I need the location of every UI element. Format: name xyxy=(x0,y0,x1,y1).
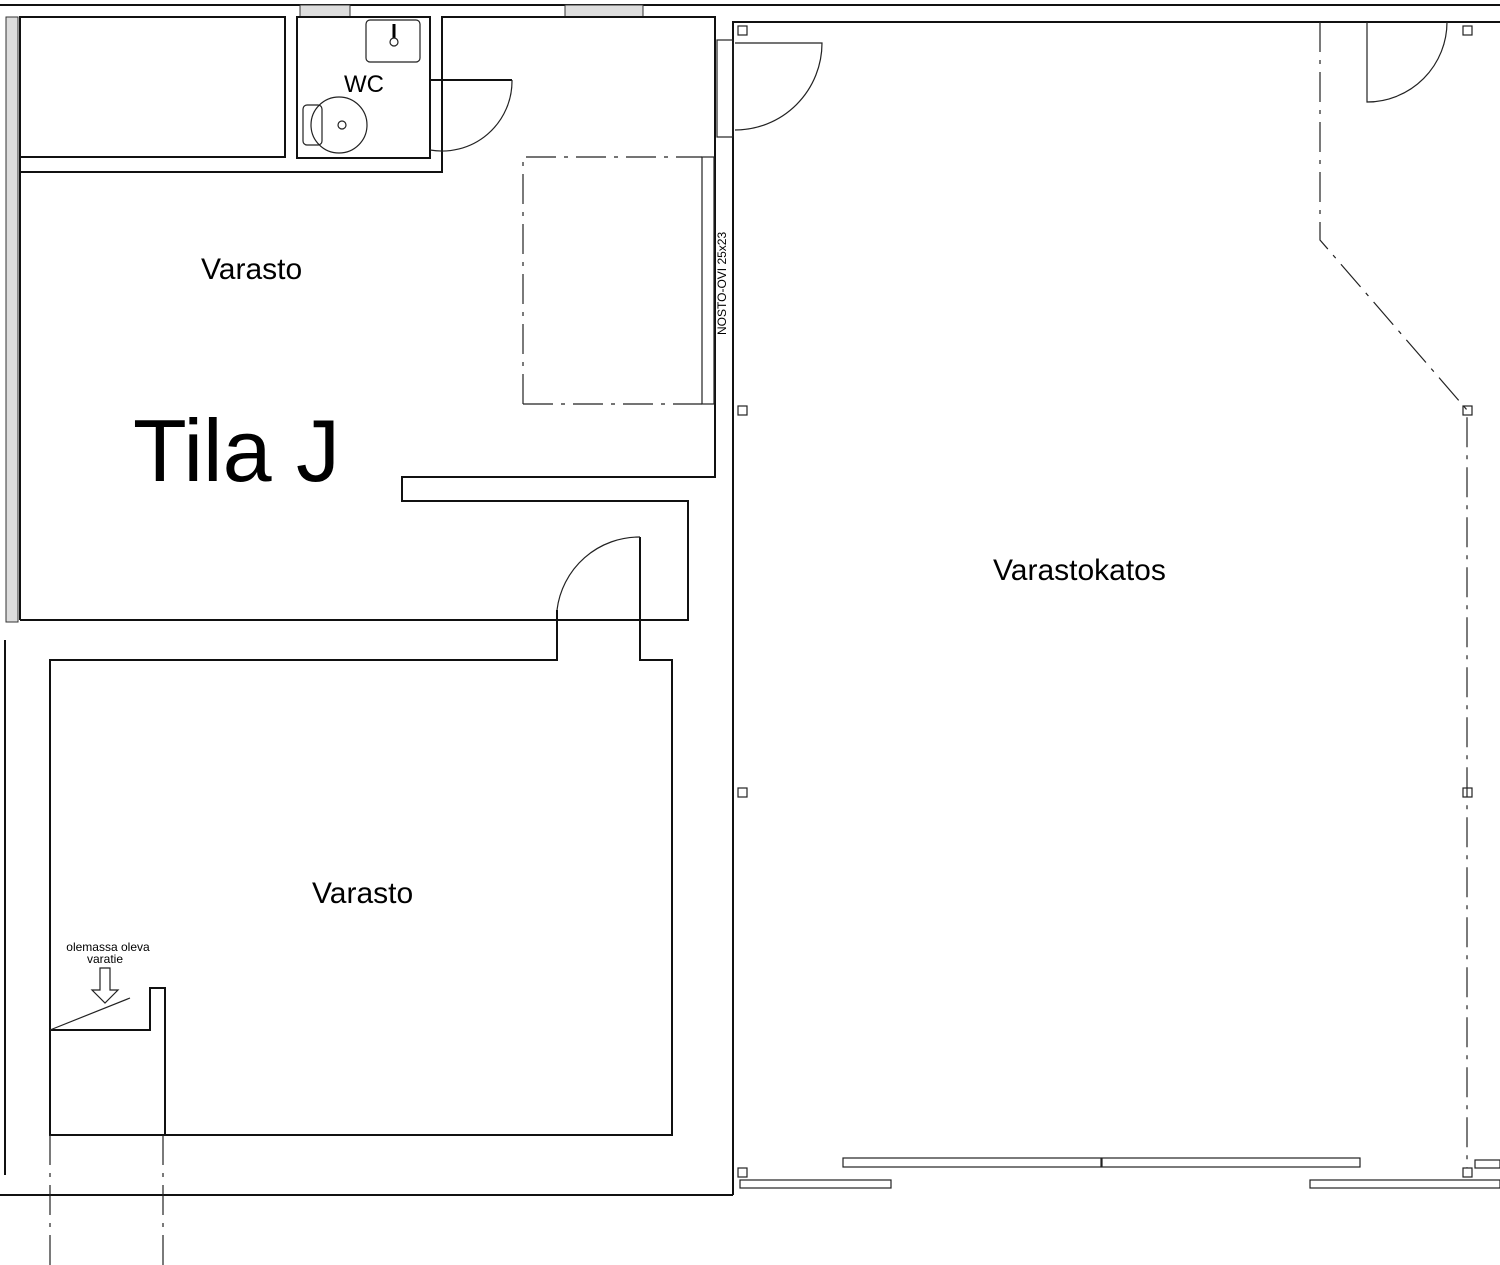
lift-door-label: NOSTO-OVI 25x23 xyxy=(715,232,729,335)
toilet-icon xyxy=(302,104,323,146)
room-lower-label: Varasto xyxy=(312,877,413,910)
exit-note-line2: varatie xyxy=(87,952,123,966)
shed-label: Varastokatos xyxy=(993,554,1166,587)
shed-structure xyxy=(737,21,1500,1189)
wc-label: WC xyxy=(344,71,384,98)
exit-note-line1: olemassa oleva xyxy=(66,940,150,954)
room-upper-label: Varasto xyxy=(201,253,302,286)
exterior-walls xyxy=(0,4,1500,1196)
arrow-down-icon xyxy=(90,967,120,1004)
unit-label: Tila J xyxy=(133,401,340,500)
upper-rooms xyxy=(19,16,823,1265)
